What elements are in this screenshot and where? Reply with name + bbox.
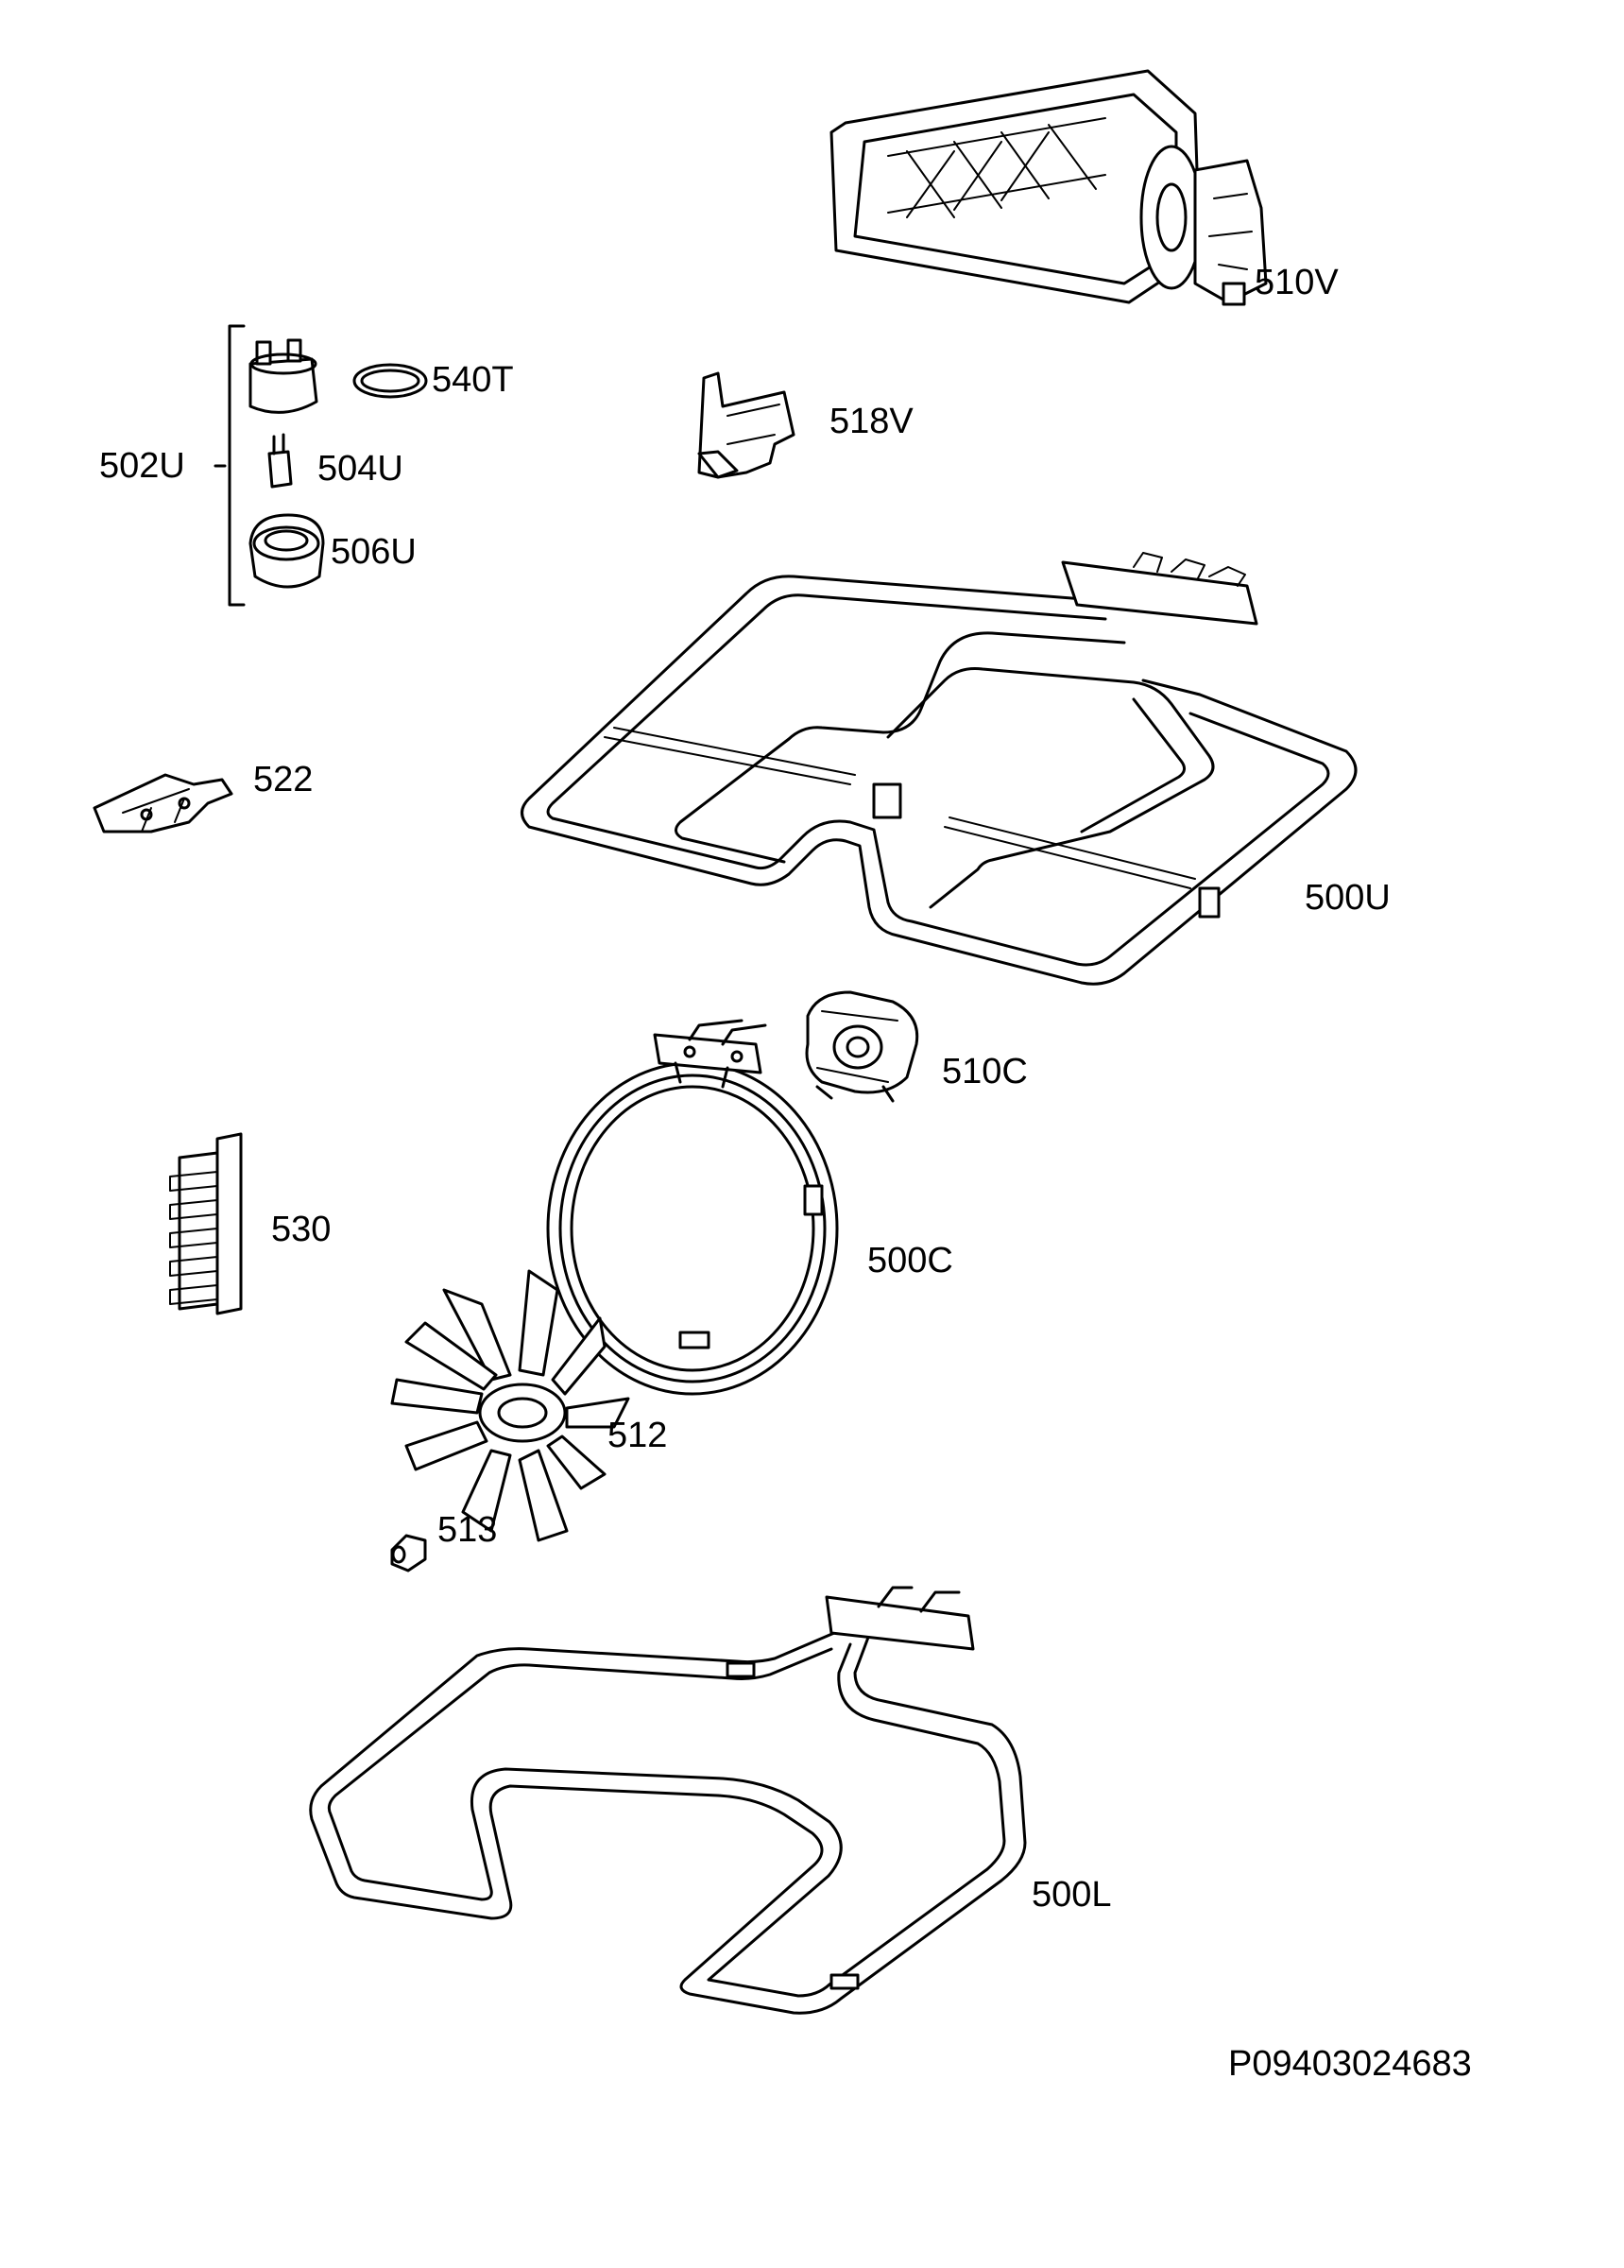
fan-motor-icon	[805, 990, 919, 1103]
label-510V: 510V	[1255, 263, 1339, 302]
lamp-holder-icon	[248, 338, 318, 414]
nut-icon	[390, 1534, 427, 1572]
label-506U: 506U	[331, 532, 417, 572]
drawing-code: P09403024683	[1228, 2044, 1472, 2084]
lamp-cover-icon	[248, 513, 325, 589]
fan-motor-housing-icon	[829, 69, 1268, 306]
thermostat-icon	[697, 371, 795, 479]
label-510C: 510C	[942, 1052, 1028, 1091]
label-500U: 500U	[1305, 878, 1391, 918]
label-502U: 502U	[99, 446, 185, 486]
label-518V: 518V	[829, 402, 914, 441]
fan-blade-icon	[390, 1269, 630, 1542]
gasket-ring-icon	[352, 363, 428, 399]
circular-heating-element-icon	[546, 1019, 839, 1396]
connector-clip-icon	[93, 773, 233, 833]
label-540T: 540T	[432, 360, 514, 400]
label-530: 530	[271, 1210, 332, 1249]
label-513: 513	[437, 1510, 498, 1550]
terminal-block-icon	[169, 1132, 243, 1315]
label-522: 522	[253, 760, 314, 799]
label-500C: 500C	[867, 1241, 953, 1280]
lamp-assembly-bracket-icon	[214, 324, 246, 607]
label-500L: 500L	[1032, 1875, 1112, 1915]
label-504U: 504U	[317, 449, 403, 489]
lower-heating-element-icon	[309, 1586, 1027, 2015]
upper-heating-element-icon	[521, 552, 1358, 986]
label-512: 512	[607, 1416, 668, 1455]
lamp-bulb-icon	[267, 433, 293, 489]
